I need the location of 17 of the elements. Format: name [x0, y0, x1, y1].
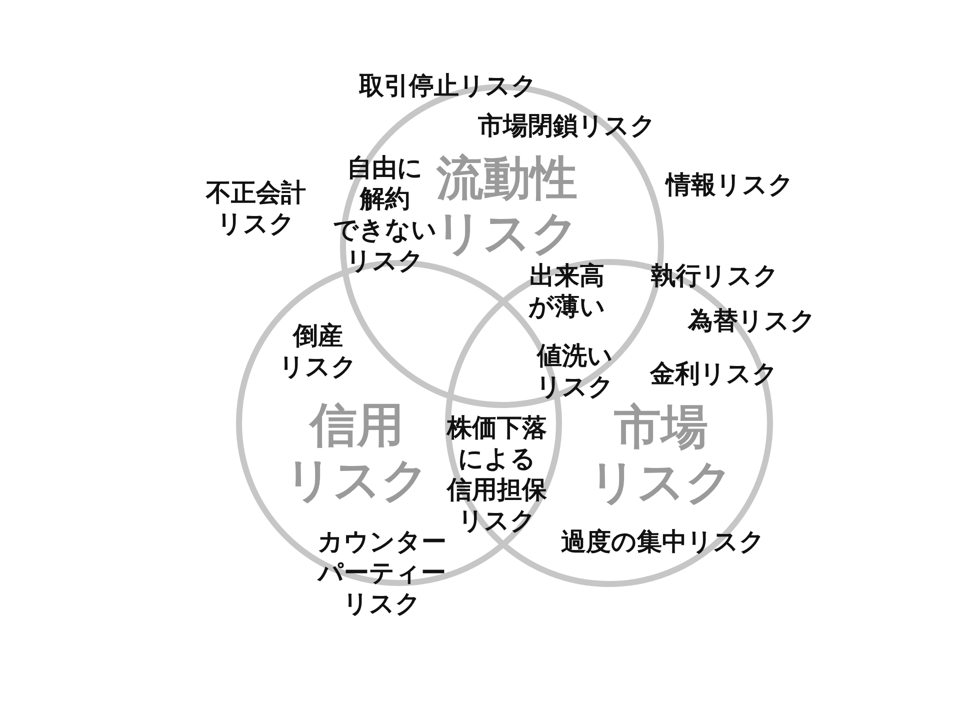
risk-label: カウンターパーティーリスク [318, 526, 446, 619]
risk-label: 値洗いリスク [536, 340, 614, 402]
risk-label: 取引停止リスク [359, 70, 537, 101]
risk-label: 株価下落による信用担保リスク [447, 412, 547, 536]
risk-label: 為替リスク [688, 305, 816, 336]
circle-title: 流動性リスク [435, 151, 579, 261]
risk-label: 自由に解約できないリスク [333, 152, 437, 276]
risk-label: 執行リスク [651, 260, 779, 291]
risk-label: 倒産リスク [279, 320, 357, 382]
risk-label: 市場閉鎖リスク [478, 110, 656, 141]
risk-label: 過度の集中リスク [561, 526, 765, 557]
risk-label: 金利リスク [650, 358, 778, 389]
circle-title: 市場リスク [589, 400, 733, 510]
risk-label: 不正会計リスク [206, 177, 306, 239]
risk-label: 出来高が薄い [528, 260, 606, 322]
circle-title: 信用リスク [285, 398, 429, 508]
risk-label: 情報リスク [666, 169, 794, 200]
